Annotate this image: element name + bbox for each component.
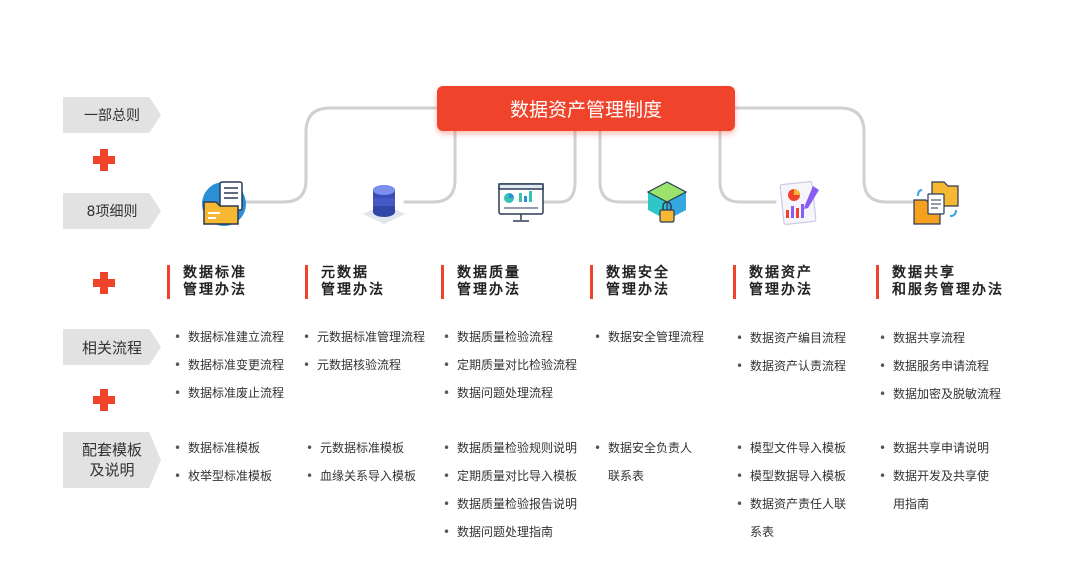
template-list-metadata: 元数据标准模板 血缘关系导入模板 <box>306 441 416 497</box>
connector-6 <box>733 106 917 204</box>
process-list-data-quality: 数据质量检验流程 定期质量对比检验流程 数据问题处理流程 <box>443 330 577 414</box>
list-item: 数据共享申请说明 <box>879 441 989 469</box>
column-title-data-quality: 数据质量管理办法 <box>441 265 521 299</box>
process-list-data-standard: 数据标准建立流程 数据标准变更流程 数据标准废止流程 <box>174 330 284 414</box>
column-title-metadata: 元数据管理办法 <box>305 265 385 299</box>
list-item: 数据安全管理流程 <box>594 330 704 358</box>
list-item: 定期质量对比导入模板 <box>443 469 577 497</box>
row-label-rules: 8项细则 <box>63 193 161 229</box>
column-title-data-standard: 数据标准管理办法 <box>167 265 247 299</box>
column-title-data-sharing: 数据共享和服务管理办法 <box>876 265 1004 299</box>
list-item: 模型文件导入模板 <box>736 441 846 469</box>
list-item: 枚举型标准模板 <box>174 469 272 497</box>
list-item: 数据问题处理指南 <box>443 525 577 553</box>
report-chart-icon <box>779 181 819 225</box>
list-item: 数据资产认责流程 <box>736 359 846 387</box>
template-list-data-quality: 数据质量检验规则说明 定期质量对比导入模板 数据质量检验报告说明 数据问题处理指… <box>443 441 577 553</box>
database-icon <box>363 185 405 224</box>
process-list-data-asset: 数据资产编目流程 数据资产认责流程 <box>736 331 846 387</box>
list-item: 元数据标准模板 <box>306 441 416 469</box>
list-item: 数据共享流程 <box>879 331 1001 359</box>
list-item-continuation: 用指南 <box>893 497 930 511</box>
row-label-general: 一部总则 <box>63 97 161 133</box>
list-item: 数据资产编目流程 <box>736 331 846 359</box>
connector-2 <box>403 129 457 204</box>
column-title-data-asset: 数据资产管理办法 <box>733 265 813 299</box>
list-item: 数据质量检验流程 <box>443 330 577 358</box>
row-label-templates: 配套模板及说明 <box>63 432 161 488</box>
connector-1 <box>244 106 439 204</box>
list-item: 数据标准变更流程 <box>174 358 284 386</box>
list-item: 数据质量检验报告说明 <box>443 497 577 525</box>
list-item: 数据标准废止流程 <box>174 386 284 414</box>
row-label-processes: 相关流程 <box>63 329 161 365</box>
plus-icon <box>93 272 115 294</box>
list-item-continuation: 联系表 <box>608 469 645 483</box>
main-title: 数据资产管理制度 <box>509 99 662 121</box>
list-item: 数据质量检验规则说明 <box>443 441 577 469</box>
list-item: 元数据标准管理流程 <box>303 330 425 358</box>
list-item: 数据开发及共享使 <box>879 469 989 497</box>
connector-4 <box>598 129 650 204</box>
list-item: 数据问题处理流程 <box>443 386 577 414</box>
file-share-icon <box>913 181 959 225</box>
list-item: 模型数据导入模板 <box>736 469 846 497</box>
list-item-continuation: 系表 <box>750 525 775 539</box>
security-cube-lock-icon <box>646 181 688 223</box>
list-item: 数据服务申请流程 <box>879 359 1001 387</box>
template-list-data-sharing: 数据共享申请说明 数据开发及共享使 用指南 <box>879 441 989 525</box>
connector-5 <box>718 129 777 204</box>
list-item: 血缘关系导入模板 <box>306 469 416 497</box>
process-list-metadata: 元数据标准管理流程 元数据核验流程 <box>303 330 425 386</box>
process-list-data-security: 数据安全管理流程 <box>594 330 704 358</box>
template-list-data-asset: 模型文件导入模板 模型数据导入模板 数据资产责任人联 系表 <box>736 441 846 553</box>
list-item: 数据资产责任人联 <box>736 497 846 525</box>
list-item: 数据标准建立流程 <box>174 330 284 358</box>
list-item: 元数据核验流程 <box>303 358 425 386</box>
list-item: 数据安全负责人 <box>594 441 692 469</box>
process-list-data-sharing: 数据共享流程 数据服务申请流程 数据加密及脱敏流程 <box>879 331 1001 415</box>
list-item: 数据标准模板 <box>174 441 272 469</box>
template-list-data-standard: 数据标准模板 枚举型标准模板 <box>174 441 272 497</box>
list-item: 定期质量对比检验流程 <box>443 358 577 386</box>
column-title-data-security: 数据安全管理办法 <box>590 265 670 299</box>
plus-icon <box>93 149 115 171</box>
folder-document-icon <box>202 181 246 226</box>
list-item: 数据加密及脱敏流程 <box>879 387 1001 415</box>
connector-3 <box>543 129 577 204</box>
dashboard-monitor-icon <box>498 183 544 222</box>
main-title-box: 数据资产管理制度 <box>437 86 735 131</box>
template-list-data-security: 数据安全负责人 联系表 <box>594 441 692 497</box>
plus-icon <box>93 389 115 411</box>
